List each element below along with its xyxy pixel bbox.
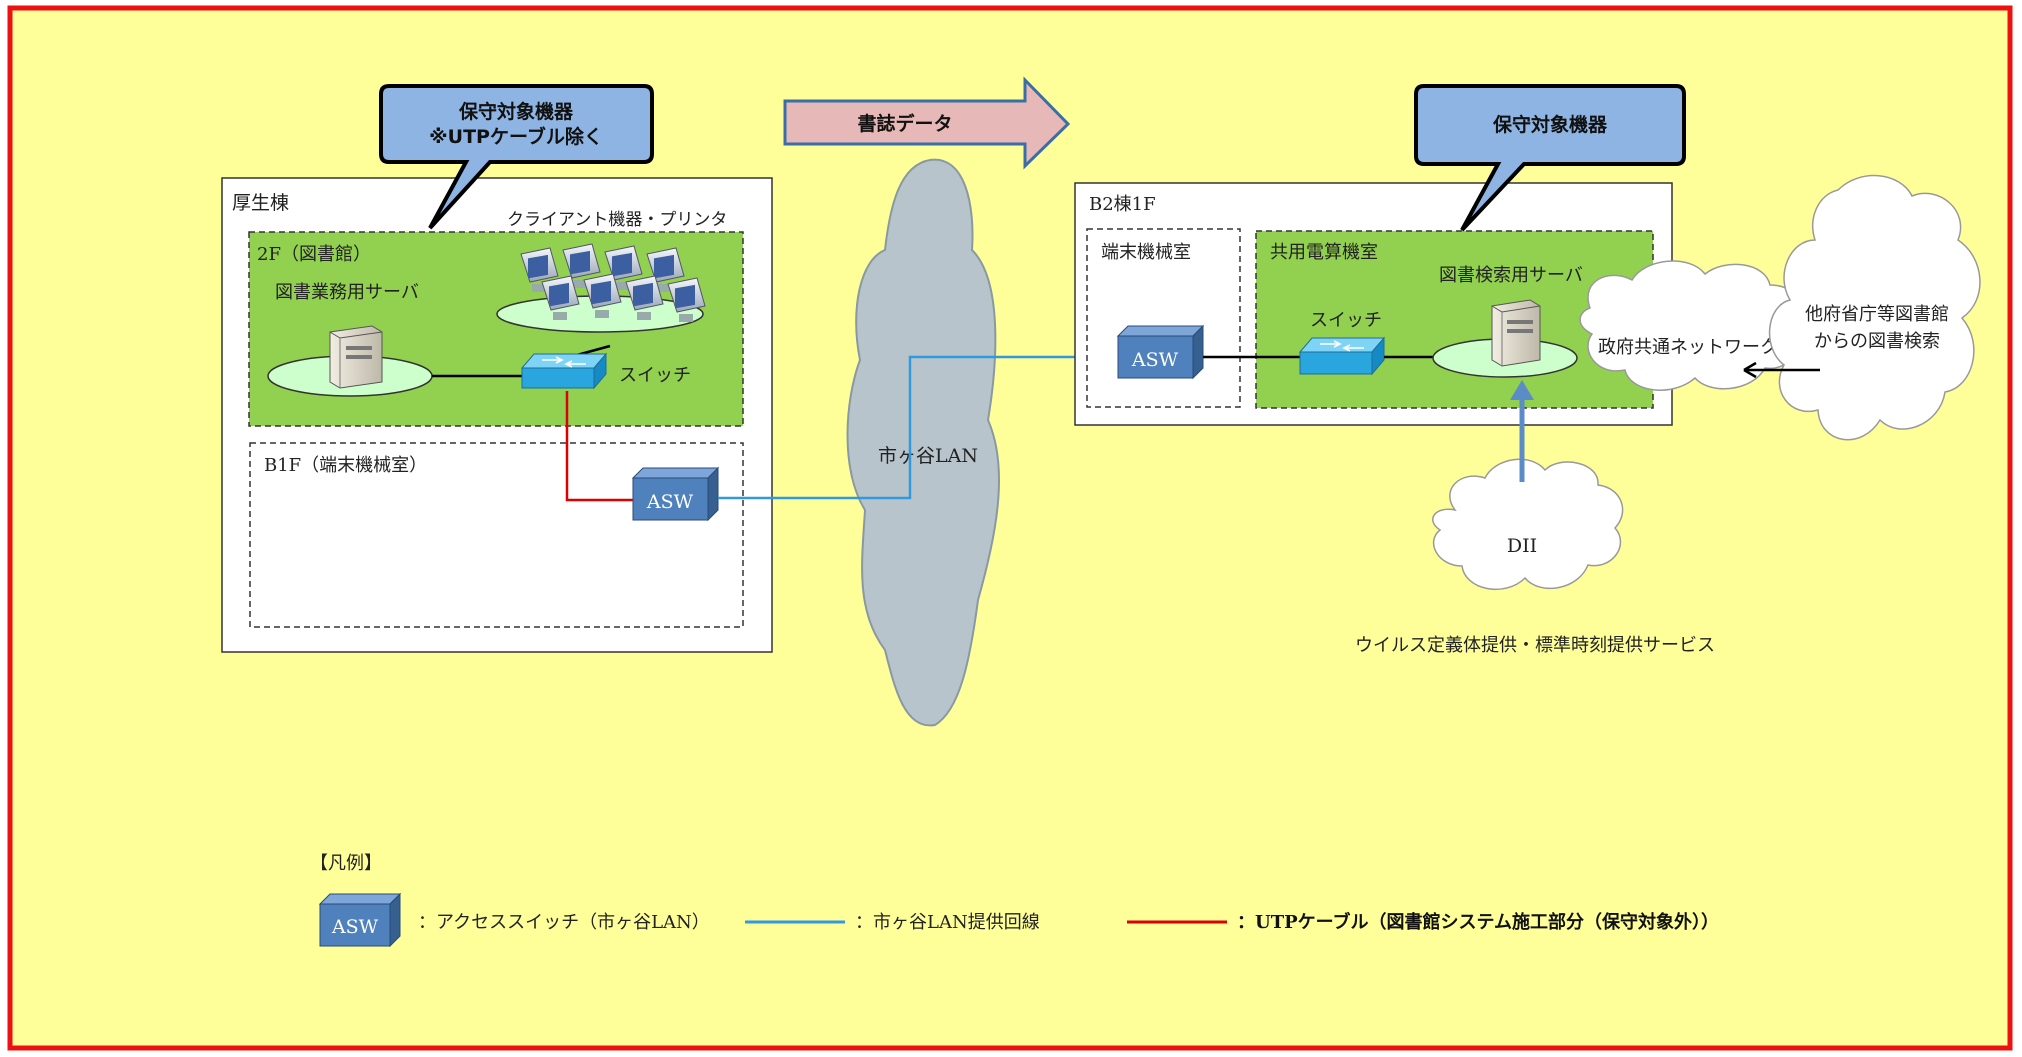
b1f-label: B1F（端末機械室） (264, 455, 427, 476)
switch-icon-left (520, 352, 608, 390)
floor2-label: 2F（図書館） (257, 244, 371, 265)
ichigaya-lan-cloud (846, 158, 1001, 727)
dii-service-label: ウイルス定義体提供・標準時刻提供サービス (1355, 635, 1715, 656)
gov-network-label: 政府共通ネットワーク (1598, 337, 1778, 358)
legend-asw-icon (318, 892, 402, 948)
terminal-room-label: 端末機械室 (1101, 242, 1191, 263)
other-ministries-line2: からの図書検索 (1814, 331, 1940, 352)
legend-title: 【凡例】 (310, 853, 382, 874)
legend-asw-label: ASW (331, 916, 379, 938)
dii-cloud (1432, 458, 1624, 591)
asw-left-label: ASW (646, 491, 694, 513)
dii-arrow-head-icon (1510, 380, 1534, 400)
callout-left-line1: 保守対象機器 (458, 100, 574, 123)
switch-icon-right (1298, 336, 1386, 376)
ichigaya-lan-label: 市ヶ谷LAN (878, 445, 978, 467)
asw-left (631, 466, 720, 522)
server-icon-left (329, 325, 383, 389)
client-monitors-icon (520, 243, 706, 322)
clients-label: クライアント機器・プリンタ (507, 210, 727, 230)
right-building-title: B2棟1F (1089, 194, 1156, 215)
left-building-title: 厚生棟 (232, 192, 289, 214)
bibliographic-data-arrow (783, 76, 1071, 170)
legend-asw-desc: ：アクセススイッチ（市ヶ谷LAN） (418, 912, 710, 933)
callout-right (1414, 84, 1686, 232)
callout-left (379, 84, 654, 230)
callout-left-line2: ※UTPケーブル除く (429, 125, 603, 148)
other-ministries-line1: 他府省庁等図書館 (1805, 304, 1949, 325)
server-icon-right (1491, 299, 1541, 367)
server-label-left: 図書業務用サーバ (275, 282, 419, 303)
switch-label-left: スイッチ (619, 365, 691, 386)
legend-utp-desc: ：UTPケーブル（図書館システム施工部分（保守対象外）） (1237, 911, 1719, 933)
switch-label-right: スイッチ (1310, 310, 1382, 331)
dii-label: DII (1507, 535, 1537, 557)
other-ministries-cloud (1768, 174, 1981, 441)
shared-room-label: 共用電算機室 (1270, 242, 1378, 263)
utp-cable (565, 391, 636, 502)
server-label-right: 図書検索用サーバ (1439, 265, 1583, 286)
asw-right-label: ASW (1131, 349, 1179, 371)
search-arrow-head-icon (1743, 361, 1757, 379)
asw-right (1116, 324, 1205, 380)
ichigaya-lan-line (718, 355, 1124, 500)
bibliographic-data-label: 書誌データ (857, 112, 952, 135)
legend-lan-desc: ：市ヶ谷LAN提供回線 (855, 912, 1040, 933)
callout-right-text: 保守対象機器 (1492, 113, 1608, 136)
